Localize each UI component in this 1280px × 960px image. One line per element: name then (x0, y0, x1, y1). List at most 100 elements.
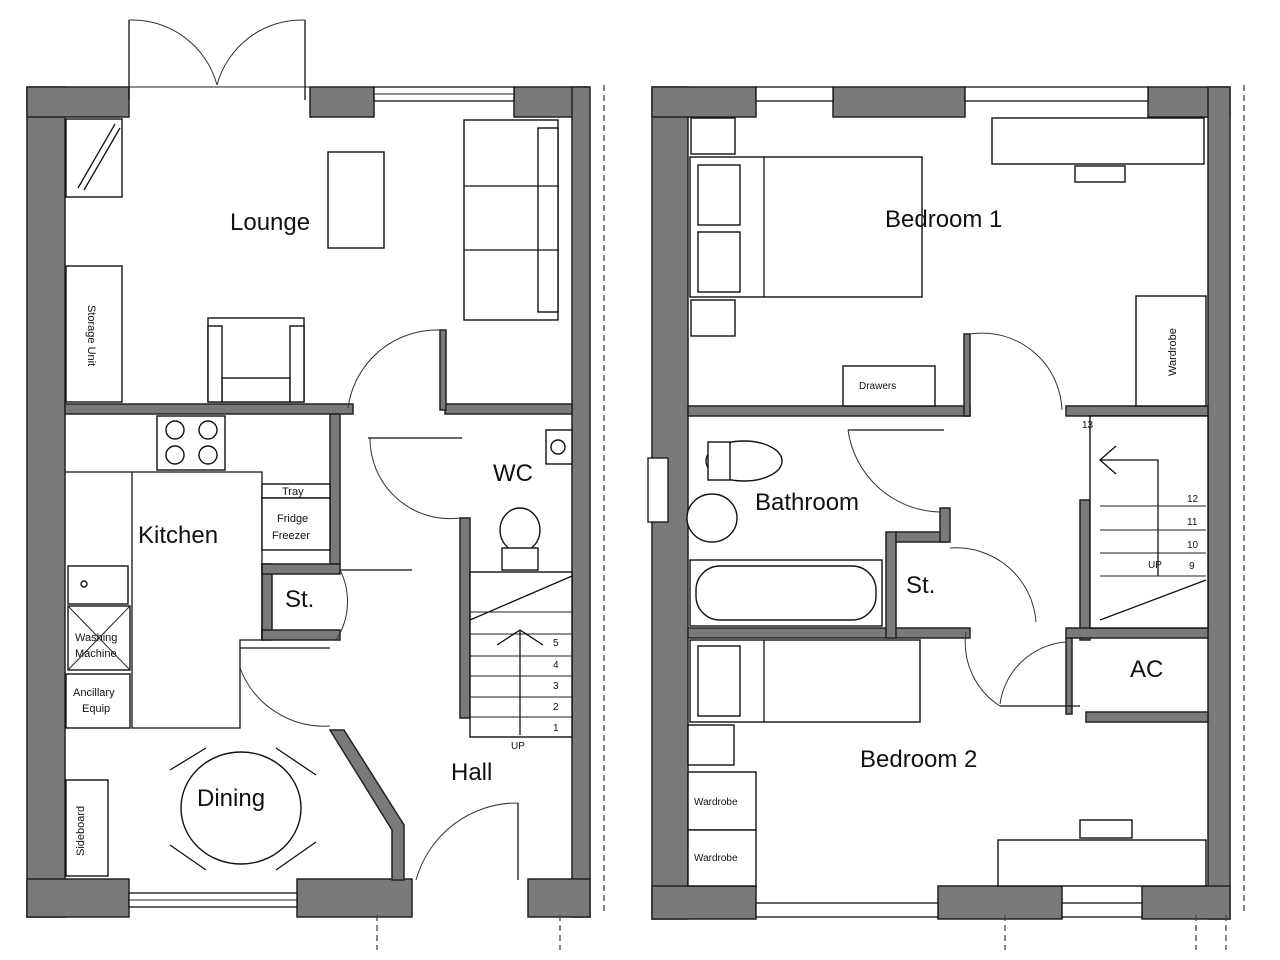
gf-stair-treads (470, 611, 572, 718)
ff-bath-basin (686, 493, 738, 543)
ff-stair-break (1099, 579, 1207, 621)
labels: Lounge Kitchen WC St. Dining Hall Storag… (73, 206, 1199, 864)
ff-store-wall-top (895, 531, 947, 543)
label-wardrobe-b2-bottom: Wardrobe (694, 853, 738, 864)
ff-window-bottom-right (1061, 902, 1143, 918)
gf-kitchen-hall-wall (329, 413, 341, 565)
ff-window-top-left (755, 86, 834, 102)
gf-wc-basin-bowl (550, 439, 566, 455)
gf-fridge (261, 497, 331, 551)
ff-bed2-door-swing (964, 631, 1001, 707)
ff-stair-wall (1079, 499, 1091, 641)
first-floor-plan (647, 85, 1245, 950)
gf-lounge-kitchen-wall (64, 403, 354, 415)
ff-ac-wall-top (1065, 627, 1209, 639)
gf-kitchen-door-swing (239, 667, 331, 727)
gf-dining-chairs (169, 747, 317, 871)
ff-bed1-pillow-2 (697, 231, 741, 293)
gf-stair-step-3: 3 (553, 681, 559, 692)
ff-stair-treads (1100, 505, 1206, 577)
ff-bed2-side-table (687, 724, 735, 766)
ff-bed1-bath-wall-left (687, 405, 971, 417)
ff-wall-bottom-mid (937, 885, 1063, 920)
gf-dining-table (180, 751, 302, 865)
gf-sink-drain (80, 580, 88, 588)
gf-front-door-swing (415, 802, 519, 881)
ff-stair-step-11: 11 (1187, 517, 1198, 528)
ff-wall-top-mid (832, 86, 966, 118)
ff-stair-step-12: 12 (1187, 494, 1199, 505)
ff-bath-bed2-wall (687, 627, 971, 639)
ff-bed1-wardrobe (1135, 295, 1207, 407)
label-machine: Machine (75, 648, 117, 660)
label-sideboard: Sideboard (75, 806, 87, 856)
ff-wall-top-left (651, 86, 757, 118)
gf-stair-arrowhead (496, 629, 544, 646)
ff-bath-tub-inner (695, 565, 877, 621)
gf-store-wall-left (261, 563, 273, 641)
ff-wall-right (1207, 86, 1231, 920)
gf-hall-wc-wall (444, 403, 573, 415)
ff-window-side (647, 457, 669, 523)
ff-wall-bottom-right (1141, 885, 1231, 920)
label-tray: Tray (282, 486, 304, 498)
room-label-dining: Dining (197, 785, 265, 812)
gf-hob-ring-2 (198, 420, 218, 440)
gf-wc-door-swing (369, 437, 461, 520)
gf-armchair-arm-left (207, 325, 223, 403)
ff-bed1-door-jamb (963, 333, 971, 417)
gf-tv-screen-edge (83, 127, 121, 191)
ff-stair-step-9: 9 (1189, 561, 1195, 572)
ff-bed1-side-table-top (690, 117, 736, 155)
gf-sofa-back (537, 127, 559, 313)
ff-ac-wall-bottom (1085, 711, 1209, 723)
gf-stair-block (469, 571, 573, 738)
gf-hob-ring-4 (198, 445, 218, 465)
ff-bed1-pillow-1 (697, 164, 741, 226)
ff-store-door-swing (949, 547, 1037, 623)
gf-wall-left (26, 86, 66, 918)
ff-bed1-desk (991, 117, 1205, 165)
ff-bed2-chair (1079, 819, 1133, 839)
ff-bed1-side-table-bottom (690, 299, 736, 337)
gf-wall-top-mid (309, 86, 375, 118)
room-label-bathroom: Bathroom (755, 489, 859, 516)
gf-ancillary-equip (65, 673, 131, 729)
label-fridge: Fridge (277, 513, 308, 525)
ground-floor-plan (26, 19, 605, 950)
gf-stair-step-4: 4 (553, 660, 559, 671)
ff-stair-step-13: 13 (1082, 420, 1094, 431)
gf-stair-step-5: 5 (553, 638, 559, 649)
ff-window-bottom-left (755, 902, 939, 918)
ff-bed2-wardrobe-bottom (687, 829, 757, 887)
gf-lounge-door-swing (347, 329, 441, 409)
ff-stair-path (1100, 459, 1159, 576)
gf-tv-screen (77, 123, 116, 189)
label-ancillary: Ancillary (73, 687, 115, 699)
gf-tv-unit (65, 118, 123, 198)
gf-hob-ring-3 (165, 445, 185, 465)
gf-store-door-swing (335, 569, 349, 641)
room-label-lounge: Lounge (230, 209, 310, 236)
room-label-bedroom1: Bedroom 1 (885, 206, 1002, 233)
gf-store-wall-bottom (261, 629, 341, 641)
gf-wc-left-wall (459, 517, 471, 719)
gf-wall-right (571, 86, 591, 918)
gf-wall-bottom-left (26, 878, 130, 918)
room-label-wc: WC (493, 460, 533, 487)
label-freezer: Freezer (272, 530, 310, 542)
gf-hall-angled-wall (328, 729, 405, 881)
ff-stair-arrowhead (1099, 445, 1117, 475)
ff-bath-door-swing (847, 429, 941, 513)
label-wardrobe-b1: Wardrobe (1167, 328, 1179, 376)
gf-french-door-swing-right (216, 19, 306, 86)
ff-bed2-pillow (697, 645, 741, 717)
ff-store-wall-right (939, 507, 951, 543)
gf-wall-top-left (26, 86, 130, 118)
ff-ac-door-swing (999, 641, 1067, 705)
gf-coffee-table (327, 151, 385, 249)
ff-wall-bottom-left (651, 885, 757, 920)
room-label-store-gf: St. (285, 586, 314, 613)
gf-wall-bottom-right (527, 878, 591, 918)
label-drawers: Drawers (859, 381, 896, 392)
